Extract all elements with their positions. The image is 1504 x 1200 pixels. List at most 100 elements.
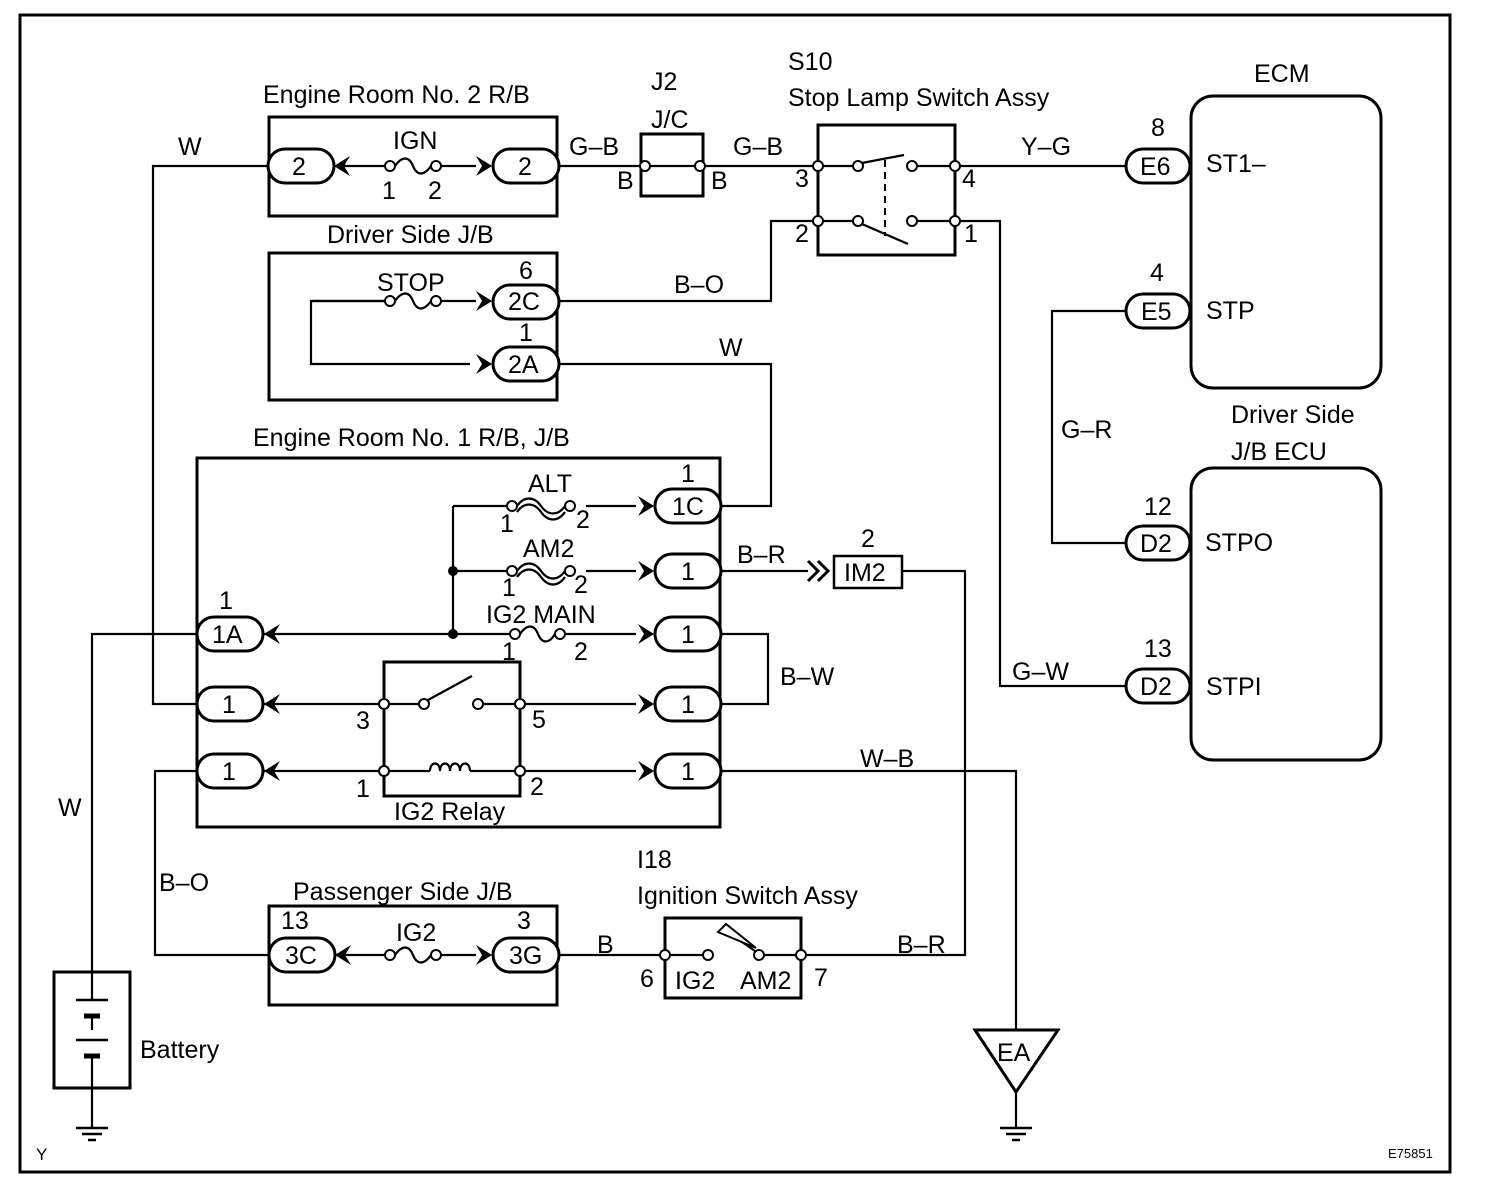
pin-ign-2: 2 [428,177,442,205]
fuse-ig2main-label: IG2 MAIN [486,601,596,629]
connector-pills [195,147,1192,974]
corner-letter: Y [36,1145,47,1164]
wire-br-ign: B–R [897,931,946,959]
ignition-switch-internals [659,922,807,961]
pin-3g: 3 [517,907,531,935]
fuse-ig2-label: IG2 [396,919,436,947]
terminal-labels: ST1– STP STPO STPI IG2 AM2 [675,150,1273,995]
pin-d2-stpi: 13 [1144,635,1172,663]
connector-d2-stpi [1124,667,1192,705]
pin-labels: 1 2 6 1 1 2 1 1 2 1 1 2 3 5 1 2 2 13 3 6… [219,114,1172,993]
conn-er2-left: 2 [292,153,306,181]
ig2-relay-internals [378,675,526,777]
wire-bw: B–W [780,663,835,691]
pin-1a: 1 [219,587,233,615]
fuse-am2-label: AM2 [523,535,574,563]
wire-color-labels: W G–B G–B Y–G B–O W G–R B–R B–W G–W W–B … [58,133,1112,959]
conn-relay-in: 1 [222,691,236,719]
pin-s10-4: 4 [962,165,976,193]
junction-dot [448,566,458,576]
terminal-stpo: STPO [1205,529,1273,557]
connector-arrows [264,156,831,965]
connector-2a [491,345,561,383]
connector-2c [491,283,561,321]
stop-lamp-switch-internals [812,153,961,246]
pin-am2-2: 2 [574,571,588,599]
conn-2a: 2A [508,351,539,379]
pin-e5: 4 [1150,259,1164,287]
fuse-stop-label: STOP [377,269,445,297]
connector-3g [491,936,561,974]
junction-dot [448,629,458,639]
passenger-side-jb-label: Passenger Side J/B [293,878,513,906]
conn-ig2main-out: 1 [681,621,695,649]
battery-ground-icon [76,1126,108,1142]
wire-w-batt: W [58,794,82,822]
ground-ea-icon [972,1028,1061,1142]
pin-alt-2: 2 [576,506,590,534]
engine-room-1-label: Engine Room No. 1 R/B, J/B [253,424,570,452]
driver-side-jb-box [267,251,559,402]
wire-gw: G–W [1012,658,1069,686]
wire-b-ign: B [597,931,614,959]
engine-room-2-label: Engine Room No. 2 R/B [263,81,530,109]
wire-br-im2: B–R [737,541,786,569]
battery-label: Battery [140,1036,220,1064]
jb-ecu-label-1: Driver Side [1231,401,1355,429]
pin-s10-3: 3 [795,165,809,193]
connector-am2-out [653,552,723,590]
conn-1c: 1C [672,493,704,521]
j2-terminal-left [639,160,651,172]
connector-e5 [1124,292,1192,330]
conn-2c: 2C [508,288,540,316]
conn-coil-out: 1 [681,758,695,786]
diagram-frame [18,13,1452,1174]
terminal-st1: ST1– [1206,150,1266,178]
conn-d2-stpi: D2 [1140,673,1172,701]
pin-ig-6: 6 [640,965,654,993]
connector-er2-right [491,147,561,185]
conn-e5: E5 [1141,298,1172,326]
component-labels: Engine Room No. 2 R/B Driver Side J/B En… [36,48,1433,1164]
fuse-ign-label: IGN [393,127,437,155]
connector-ig2main-out [653,615,723,653]
wire-w-mid: W [719,334,743,362]
conn-e6: E6 [1140,153,1171,181]
pin-relay-3: 3 [356,707,370,735]
terminal-ig-ig2: IG2 [675,967,715,995]
fuse-symbols [384,157,576,964]
conn-3c: 3C [285,942,317,970]
i18-name-label: Ignition Switch Assy [637,882,858,910]
ig2-relay-label: IG2 Relay [394,798,506,826]
wire-wb: W–B [860,745,914,773]
pin-j2-left: B [617,167,634,195]
s10-name-label: Stop Lamp Switch Assy [788,84,1050,112]
s10-code-label: S10 [788,48,832,76]
pin-ig2m-2: 2 [574,638,588,666]
pin-d2-stpo: 12 [1144,493,1172,521]
pin-e6: 8 [1151,114,1165,142]
wire-gb-2: G–B [733,133,783,161]
pin-relay-2: 2 [530,773,544,801]
pin-j2-right: B [711,167,728,195]
ecm-box [1189,94,1383,390]
j2-terminal-right [694,160,706,172]
connector-e6 [1124,147,1192,185]
wire-yg: Y–G [1021,133,1071,161]
pin-2c: 6 [519,257,533,285]
pin-relay-5: 5 [532,706,546,734]
pin-s10-1: 1 [964,220,978,248]
battery-symbol [76,972,108,1128]
conn-1a: 1A [212,621,243,649]
stop-lamp-switch-box [816,123,957,257]
wire-gr: G–R [1061,416,1112,444]
wire-bo-top: B–O [674,271,724,299]
pin-ig2m-1: 1 [502,638,516,666]
figure-id: E75851 [1388,1146,1433,1161]
ground-ea-label: EA [997,1039,1031,1067]
ig2-relay-box [382,660,522,798]
pin-relay-1: 1 [356,775,370,803]
wire-w-top: W [178,133,202,161]
wires [90,164,1126,1030]
